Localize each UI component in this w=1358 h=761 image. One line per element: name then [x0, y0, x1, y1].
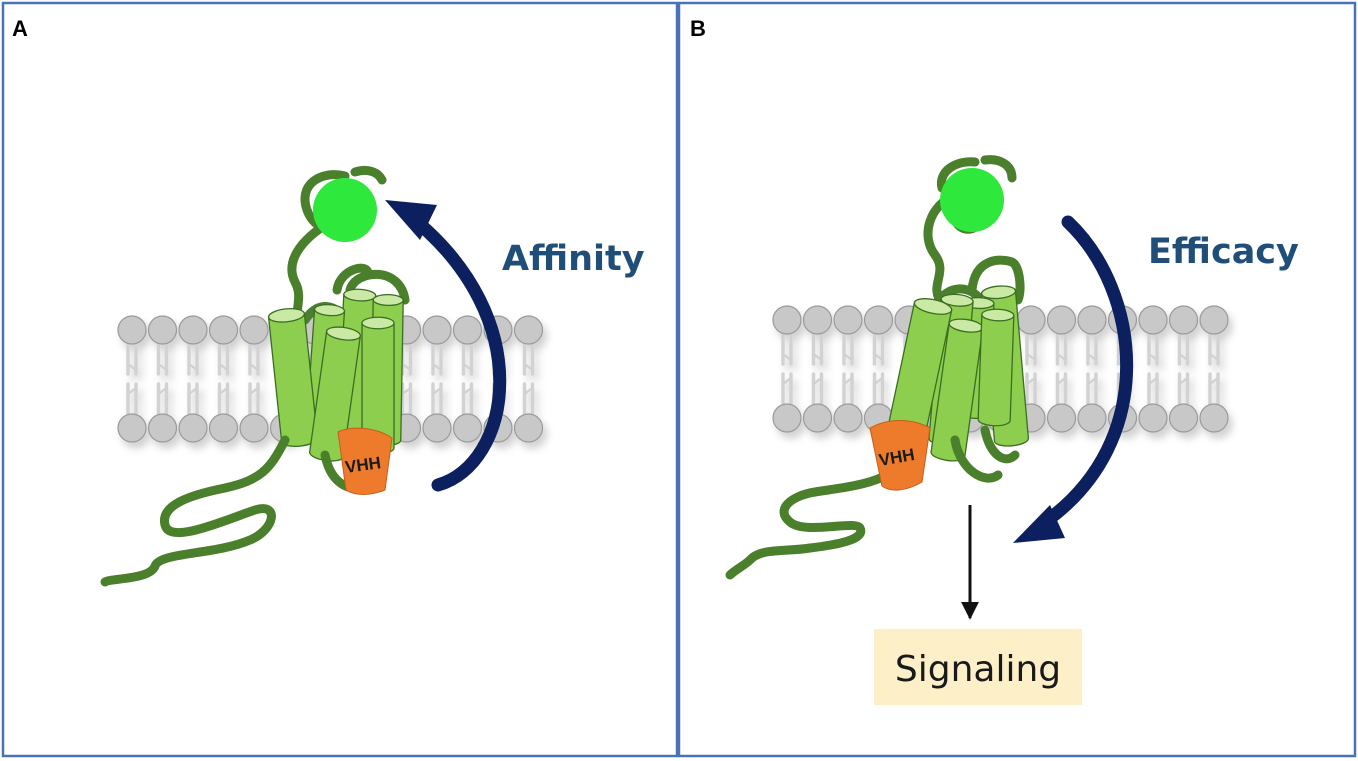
lipid-tails [248, 342, 260, 416]
signaling-box [874, 629, 1082, 705]
c-terminal-tail [100, 435, 365, 587]
lipid-head [1168, 403, 1199, 433]
lipid-tails [522, 342, 535, 416]
vhh-label: VHH [344, 453, 382, 477]
lipid-head [772, 305, 802, 335]
c-terminal-tail [725, 425, 1020, 580]
helix-4 [267, 307, 319, 447]
lipid-head [178, 413, 208, 443]
lipid-head [513, 315, 544, 345]
lipid-tails [400, 342, 413, 416]
helix-5 [309, 326, 362, 462]
affinity-arrowhead [385, 200, 437, 240]
lipid-tails [1086, 332, 1098, 406]
lipid-head [802, 403, 833, 433]
helix-top [361, 316, 395, 330]
lipid-tails [461, 342, 474, 416]
lipid-tails [872, 332, 885, 406]
affinity-arrow [403, 209, 507, 492]
helix-top [980, 285, 1017, 300]
helix-body [977, 313, 1015, 427]
lipid-tails [1177, 332, 1190, 406]
panel-a-border [1, 1, 679, 758]
lipid-tails [156, 342, 169, 416]
lipid-head [422, 413, 452, 443]
lipid-head [147, 413, 178, 443]
helix-top [313, 304, 346, 317]
efficacy-arrow [1038, 215, 1134, 529]
lipid-head [178, 315, 208, 345]
panel-b: B [677, 1, 1357, 758]
lipid-head [1138, 305, 1168, 335]
helix-top [913, 298, 953, 315]
lipid-tails [1025, 332, 1037, 406]
lipid-tails [811, 332, 824, 406]
lipid-head [833, 403, 863, 433]
vhh-nanobody: VHH [869, 420, 931, 491]
helix-6 [977, 308, 1015, 427]
lipid-tails [431, 342, 443, 416]
lipid-tails [187, 342, 199, 416]
lipid-tails [781, 332, 793, 406]
lipid-head [452, 413, 483, 443]
lipid-head [513, 413, 544, 443]
lipid-head [1199, 305, 1229, 335]
panel-a: A V [1, 1, 679, 758]
vhh-nanobody: VHH [337, 427, 393, 495]
panel-b-border [677, 1, 1357, 758]
lipid-head [833, 305, 863, 335]
lipid-tails [217, 342, 230, 416]
lipid-head [772, 403, 802, 433]
helix-top [267, 307, 306, 323]
lipid-head [1199, 403, 1229, 433]
signaling-label: Signaling [895, 649, 1061, 690]
helix-top [981, 308, 1015, 322]
helix-top [343, 288, 377, 302]
lipid-head [802, 305, 833, 335]
receptor-helices [885, 285, 1030, 462]
panel-b-letter: B [690, 16, 706, 41]
panel-a-letter: A [12, 16, 28, 41]
lipid-head [239, 315, 269, 345]
efficacy-label: Efficacy [1148, 232, 1299, 272]
lipid-head [452, 315, 483, 345]
lipid-tails [1208, 332, 1220, 406]
lipid-head [1138, 403, 1168, 433]
lipid-head [239, 413, 269, 443]
lipid-head [1046, 305, 1077, 335]
lipid-head [117, 315, 147, 345]
lipid-head [1077, 305, 1107, 335]
lipid-head [208, 315, 239, 345]
lipid-head [863, 305, 894, 335]
lipid-head [422, 315, 452, 345]
ligand [313, 178, 377, 242]
lipid-tails [1147, 332, 1159, 406]
lipid-head [208, 413, 239, 443]
lipid-tails [1055, 332, 1068, 406]
helix-top [940, 293, 974, 307]
affinity-label: Affinity [502, 239, 645, 279]
lipid-head [1077, 403, 1107, 433]
lipid-head [117, 413, 147, 443]
lipid-head [147, 315, 178, 345]
efficacy-arrowhead [1013, 505, 1065, 543]
lipid-tails [842, 332, 854, 406]
lipid-head [1016, 305, 1046, 335]
helix-top [372, 293, 404, 307]
helix-top [325, 326, 361, 341]
lipid-head [1046, 403, 1077, 433]
lipid-tails [126, 342, 138, 416]
ligand [940, 168, 1004, 232]
lipid-head [1168, 305, 1199, 335]
